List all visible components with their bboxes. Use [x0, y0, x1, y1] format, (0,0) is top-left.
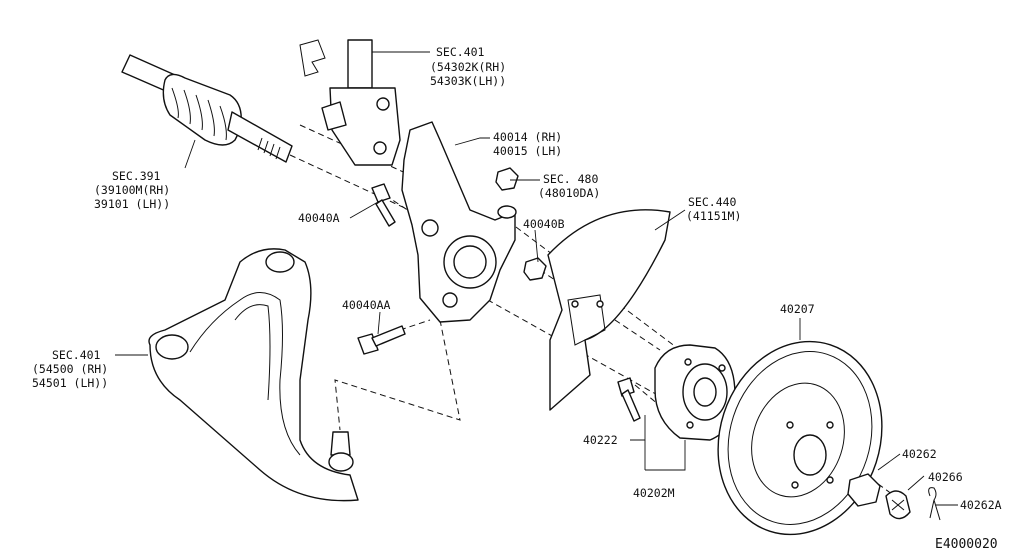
shield-part-label: (41151M) — [686, 209, 741, 223]
arm-sec-label: SEC.401 — [52, 348, 101, 362]
splash-shield — [547, 209, 671, 411]
arm-lh-label: 54501 (LH)) — [32, 376, 108, 390]
strut-assembly — [299, 39, 401, 166]
nut-sec480 — [495, 167, 519, 191]
bolt-a-label: 40040A — [298, 211, 340, 225]
nut-sec-label: SEC. 480 — [543, 172, 598, 186]
hub-bearing — [654, 344, 736, 441]
knuckle-rh-label: 40014 (RH) — [493, 130, 562, 144]
part-labels: SEC.401 (54302K(RH) 54303K(LH)) 40014 (R… — [32, 45, 1002, 552]
cotter-pin-40262A — [928, 487, 941, 521]
lower-control-arm — [148, 248, 359, 502]
rotor-label: 40207 — [780, 302, 815, 316]
hub-bolt-40222 — [617, 377, 641, 422]
bolt-40040AA — [357, 325, 406, 355]
nut-cap-40266 — [885, 490, 911, 520]
nut-b-label: 40040B — [523, 217, 565, 231]
nut-part-label: (48010DA) — [538, 186, 600, 200]
drive-shaft — [121, 54, 293, 163]
hub-nut-40262 — [847, 473, 881, 507]
shield-sec-label: SEC.440 — [688, 195, 737, 209]
knuckle-lh-label: 40015 (LH) — [493, 144, 562, 158]
hub-bolt-label: 40222 — [583, 433, 618, 447]
diagram-code: E4000020 — [935, 537, 998, 552]
shaft-lh-label: 39101 (LH)) — [94, 197, 170, 211]
nut-cap-label: 40266 — [928, 470, 963, 484]
shaft-rh-label: (39100M(RH) — [94, 183, 170, 197]
cotter-pin-label: 40262A — [960, 498, 1002, 512]
hub-nut-label: 40262 — [902, 447, 937, 461]
strut-rh-label: (54302K(RH) — [430, 60, 506, 74]
nut-40040B — [523, 257, 547, 281]
leader-lines — [115, 51, 958, 506]
bolt-aa-label: 40040AA — [342, 298, 391, 312]
strut-lh-label: 54303K(LH)) — [430, 74, 506, 88]
steering-knuckle — [401, 121, 517, 323]
hub-assy-label: 40202M — [633, 486, 675, 500]
shaft-sec-label: SEC.391 — [112, 169, 161, 183]
arm-rh-label: (54500 (RH) — [32, 362, 108, 376]
strut-sec-label: SEC.401 — [436, 45, 485, 59]
bolt-40040A — [371, 183, 396, 227]
brake-rotor — [717, 340, 883, 536]
